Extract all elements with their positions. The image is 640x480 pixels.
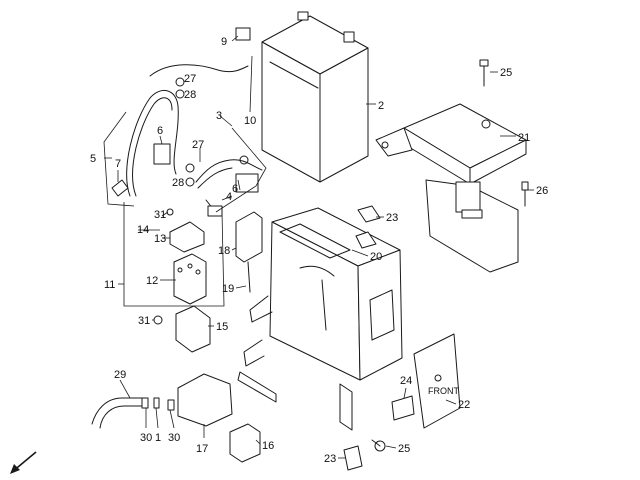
vent-hose — [91, 397, 175, 429]
holder-17 — [177, 373, 233, 427]
label-part-14: 14 — [137, 224, 149, 236]
label-part-13: 13 — [154, 233, 166, 245]
group-bracket-5 — [103, 111, 135, 207]
side-cover: FRONT — [413, 333, 461, 429]
part-16 — [229, 423, 261, 463]
label-part-2: 2 — [378, 100, 384, 112]
label-part-3: 3 — [216, 110, 222, 122]
leader-lines — [104, 35, 534, 459]
label-part-30-right: 30 — [168, 432, 180, 444]
label-part-20: 20 — [370, 251, 382, 263]
label-part-1: 1 — [155, 432, 161, 444]
label-part-27-lower: 27 — [192, 139, 204, 151]
label-part-17: 17 — [196, 443, 208, 455]
label-part-29: 29 — [114, 369, 126, 381]
label-part-4: 4 — [226, 191, 232, 203]
label-part-11: 11 — [104, 279, 115, 291]
label-part-23-lower: 23 — [324, 453, 336, 465]
label-part-10: 10 — [244, 115, 256, 127]
group-bracket-3 — [215, 127, 267, 213]
battery — [261, 11, 369, 183]
cable-group — [111, 27, 251, 197]
label-part-22: 22 — [458, 399, 470, 411]
washer-27-upper — [175, 77, 185, 87]
arrow-icon — [10, 451, 37, 474]
connector-9 — [235, 27, 251, 41]
bracket-20-tab — [355, 231, 377, 249]
starter-relay-group — [166, 208, 207, 305]
label-part-27-upper: 27 — [184, 73, 196, 85]
tray-bracket-plate — [425, 179, 519, 273]
label-part-6: 6 — [157, 125, 163, 137]
label-part-5: 5 — [90, 153, 96, 165]
label-part-16: 16 — [262, 440, 274, 452]
label-part-31-upper: 31 — [154, 209, 166, 221]
label-part-28-upper: 28 — [184, 89, 196, 101]
nut-28-lower — [185, 177, 195, 187]
relay-18 — [235, 211, 263, 293]
label-part-31-lower: 31 — [138, 315, 150, 327]
label-part-8: 6 — [232, 183, 238, 195]
bolt-26 — [521, 181, 529, 207]
label-part-19: 19 — [222, 283, 234, 295]
label-part-15: 15 — [216, 321, 228, 333]
label-part-23-upper: 23 — [386, 212, 398, 224]
label-part-26: 26 — [536, 185, 548, 197]
label-part-25-upper: 25 — [500, 67, 512, 79]
label-part-25-lower: 25 — [398, 443, 410, 455]
battery-box — [237, 207, 403, 431]
group-bracket-11 — [123, 202, 225, 307]
bracket-23-lower — [343, 445, 363, 471]
battery-tray — [375, 103, 527, 185]
label-part-7: 7 — [115, 158, 121, 170]
bolt-25-upper — [479, 59, 489, 87]
label-part-18: 18 — [218, 245, 230, 257]
harness-group — [195, 155, 263, 217]
relay-cover-15 — [153, 305, 211, 353]
label-part-12: 12 — [146, 275, 158, 287]
label-part-21: 21 — [518, 132, 530, 144]
label-part-24: 24 — [400, 375, 412, 387]
label-part-28-lower: 28 — [172, 177, 184, 189]
washer-27-lower — [185, 163, 195, 173]
rubber-pad — [391, 395, 415, 421]
bracket-23-upper — [357, 205, 381, 223]
label-part-30-left: 30 — [140, 432, 152, 444]
nut-28-upper — [175, 89, 185, 99]
cover-mark-text: FRONT — [428, 386, 459, 396]
label-part-9: 9 — [221, 36, 227, 48]
bolt-25-lower — [371, 439, 386, 452]
